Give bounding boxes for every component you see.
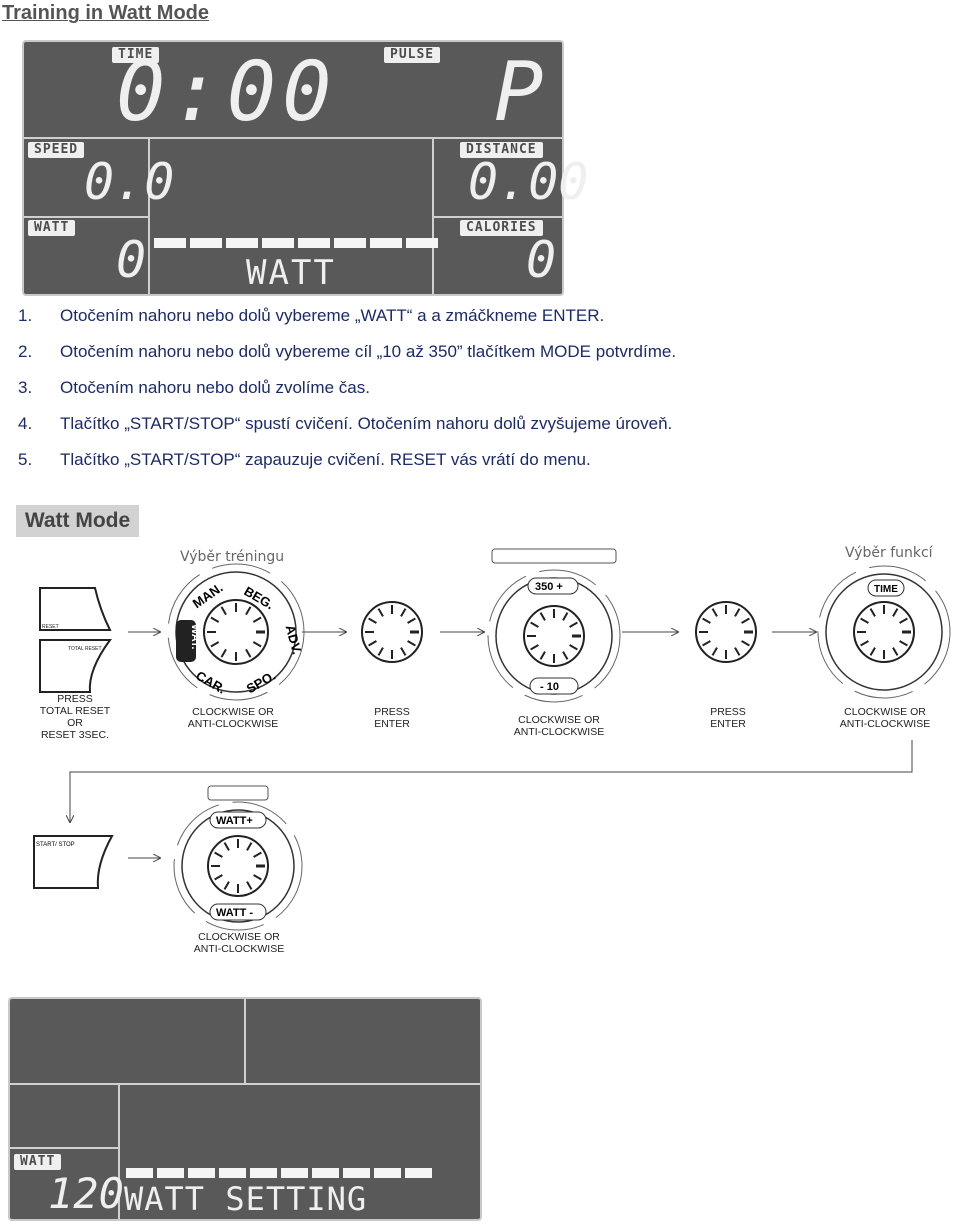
mode-label-wat: WAT.	[189, 624, 201, 649]
list-item: 2.Otočením nahoru nebo dolů vybereme cíl…	[18, 342, 677, 361]
time-value: 0:00	[116, 45, 338, 140]
distance-label: DISTANCE	[460, 142, 543, 158]
dial-minus-10: - 10	[540, 681, 559, 693]
list-item: 4.Tlačítko „START/STOP“ spustí cvičení. …	[18, 414, 673, 433]
watt-value: 0	[116, 231, 147, 289]
start-stop-button-icon	[33, 835, 114, 889]
time-label: TIME	[112, 47, 160, 63]
lcd-bottom-center-text: WATT SETTING	[124, 1180, 368, 1218]
caption-rotate-2: CLOCKWISE OR ANTI-CLOCKWISE	[513, 714, 605, 738]
caption-enter-2: PRESS ENTER	[710, 706, 746, 730]
dial-time: TIME	[874, 584, 898, 595]
caption-rotate-1: CLOCKWISE OR ANTI-CLOCKWISE	[187, 706, 279, 730]
caption-enter-1: PRESS ENTER	[374, 706, 410, 730]
mode-label-adv: ADV.	[283, 623, 305, 656]
caption-rotate-4: CLOCKWISE OR ANTI-CLOCKWISE	[193, 931, 285, 955]
watt-value-bottom: 120	[48, 1169, 124, 1218]
caption-reset: PRESS TOTAL RESET OR RESET 3SEC.	[39, 693, 111, 741]
dial-watt-minus: WATT -	[216, 907, 253, 919]
speed-value: 0.0	[84, 153, 175, 211]
enter-knob-2	[695, 601, 757, 663]
mode-dial-knob	[167, 563, 305, 701]
speed-label: SPEED	[28, 142, 85, 158]
level-bar-bottom	[126, 1168, 432, 1178]
calories-value: 0	[526, 231, 557, 289]
instruction-list: 1.Otočením nahoru nebo dolů vybereme „WA…	[18, 306, 676, 486]
total-reset-btn-label: TOTAL RESET	[68, 646, 102, 652]
watt-mode-diagram: RESET TOTAL RESET MAN. BEG. ADV. SPO. CA…	[33, 548, 951, 931]
caption-rotate-3: CLOCKWISE OR ANTI-CLOCKWISE	[839, 706, 931, 730]
watt-label-bottom: WATT	[14, 1154, 62, 1170]
list-item: 1.Otočením nahoru nebo dolů vybereme „WA…	[18, 306, 605, 325]
pulse-value: P	[494, 45, 544, 140]
reset-btn-label: RESET	[42, 624, 59, 630]
time-dial-knob	[817, 565, 951, 699]
enter-knob-1	[361, 601, 423, 663]
page-title: Training in Watt Mode	[2, 2, 210, 24]
label-function-select: Výběr funkcí	[845, 545, 933, 561]
distance-value: 0.00	[468, 153, 589, 211]
lcd-center-text: WATT	[246, 253, 336, 293]
lcd-display-top: TIME 0:00 PULSE P SPEED 0.0 DISTANCE 0.0…	[22, 40, 588, 296]
start-stop-btn-label: START/ STOP	[36, 842, 75, 848]
pulse-label: PULSE	[384, 47, 441, 63]
level-bar-top	[154, 238, 438, 248]
calories-label: CALORIES	[460, 220, 543, 236]
dial-watt-plus: WATT+	[216, 815, 253, 827]
label-training-select: Výběr tréningu	[180, 549, 285, 565]
list-item: 5.Tlačítko „START/STOP“ zapauzuje cvičen…	[18, 450, 591, 469]
lcd-display-bottom: WATT 120 WATT SETTING	[8, 997, 482, 1221]
watt-dial-knob	[173, 801, 303, 931]
reset-button-icon	[39, 587, 112, 693]
dial-plus-350: 350 +	[535, 581, 563, 593]
target-dial-knob	[487, 569, 621, 703]
watt-label: WATT	[28, 220, 76, 236]
list-item: 3.Otočením nahoru nebo dolů zvolíme čas.	[18, 378, 370, 397]
section-title: Watt Mode	[16, 505, 139, 537]
